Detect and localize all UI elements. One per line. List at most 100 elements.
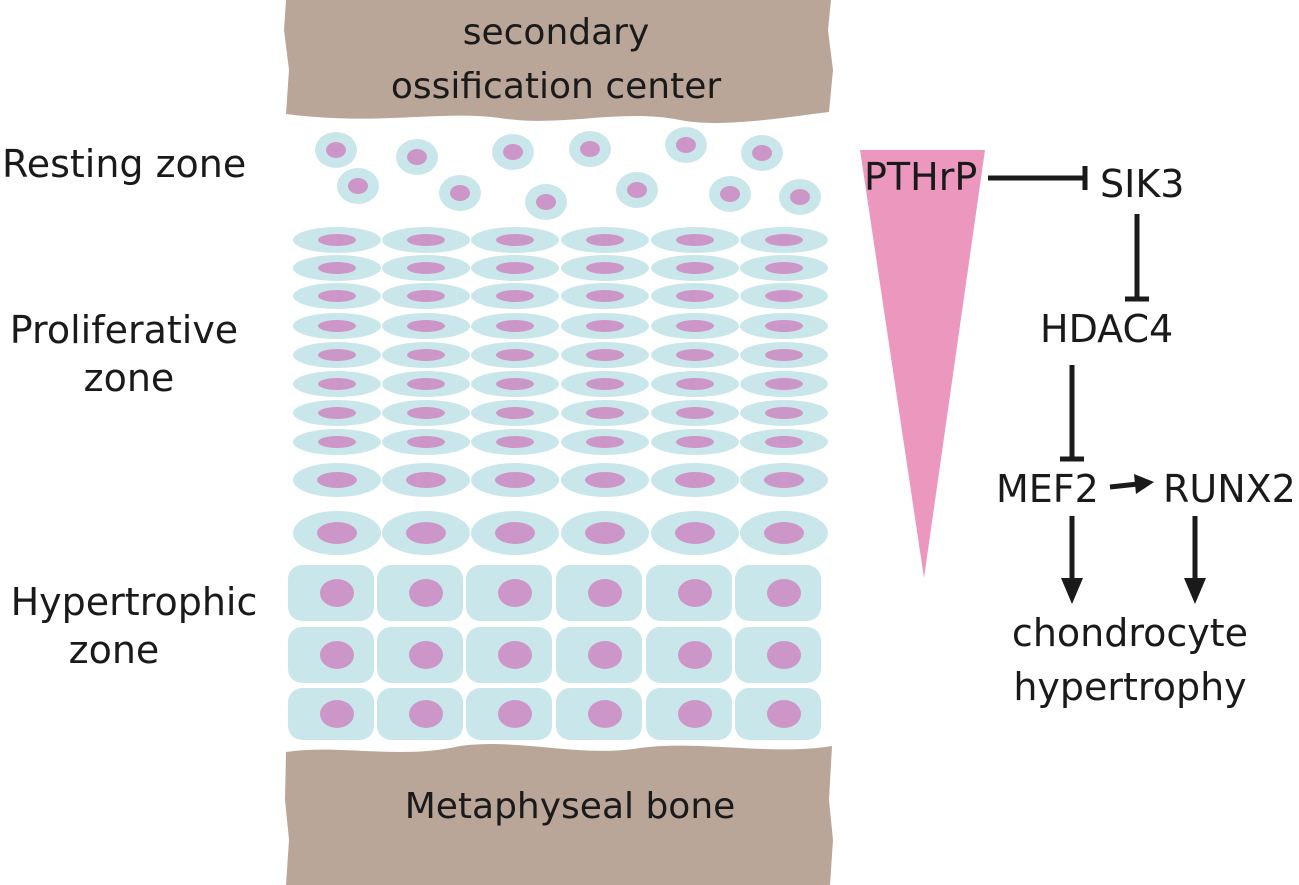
proliferative-chondrocyte — [382, 227, 470, 253]
resting-chondrocyte — [337, 168, 379, 204]
proliferative-chondrocyte — [293, 227, 381, 253]
proliferative-chondrocyte — [382, 371, 470, 397]
proliferative-chondrocyte — [561, 283, 649, 309]
hypertrophic-chondrocyte — [377, 627, 463, 683]
resting-zone-text: Resting zone — [2, 142, 247, 186]
proliferative-chondrocyte — [740, 429, 828, 455]
proliferative-chondrocyte — [471, 283, 559, 309]
proliferative-chondrocyte — [651, 371, 739, 397]
proliferative-chondrocyte — [740, 313, 828, 339]
proliferative-chondrocyte — [471, 511, 559, 555]
proliferative-chondrocyte — [651, 400, 739, 426]
proliferative-chondrocyte — [740, 400, 828, 426]
resting-chondrocyte — [525, 184, 567, 220]
pthrp-inhibits-sik3-edge — [988, 166, 1088, 190]
hypertrophic-chondrocyte — [377, 565, 463, 621]
proliferative-zone-line2: zone — [83, 356, 175, 400]
proliferative-chondrocyte — [471, 227, 559, 253]
proliferative-chondrocyte — [293, 511, 381, 555]
proliferative-chondrocyte — [651, 227, 739, 253]
proliferative-chondrocyte — [651, 463, 739, 497]
hypertrophic-chondrocyte — [377, 688, 463, 740]
proliferative-chondrocyte — [740, 255, 828, 281]
proliferative-chondrocyte — [651, 255, 739, 281]
hypertrophic-zone-cells — [288, 565, 821, 740]
proliferative-zone-label: Proliferative zone — [4, 306, 244, 402]
proliferative-chondrocyte — [382, 429, 470, 455]
proliferative-chondrocyte — [740, 511, 828, 555]
secondary-ossification-label-line2: ossification center — [391, 66, 721, 107]
proliferative-chondrocyte — [471, 400, 559, 426]
resting-chondrocyte — [741, 135, 783, 171]
pthrp-gradient-triangle — [860, 150, 985, 578]
sik3-inhibits-hdac4-edge — [1125, 214, 1149, 302]
hypertrophic-zone-label: Hypertrophic zone — [0, 578, 268, 674]
runx2-activates-hypertrophy-edge — [1184, 516, 1206, 604]
proliferative-chondrocyte — [471, 342, 559, 368]
proliferative-chondrocyte — [651, 313, 739, 339]
hdac4-inhibits-mef2-edge — [1060, 365, 1084, 462]
metaphyseal-bone — [285, 744, 833, 885]
resting-zone-label: Resting zone — [2, 140, 246, 188]
hypertrophic-chondrocyte — [556, 688, 642, 740]
proliferative-chondrocyte — [382, 342, 470, 368]
proliferative-chondrocyte — [561, 313, 649, 339]
resting-chondrocyte — [709, 176, 751, 212]
hypertrophic-zone-line1: Hypertrophic — [10, 580, 258, 624]
hypertrophic-chondrocyte — [735, 627, 821, 683]
resting-chondrocyte — [439, 175, 481, 211]
resting-chondrocyte — [492, 134, 534, 170]
proliferative-chondrocyte — [471, 429, 559, 455]
proliferative-chondrocyte — [561, 400, 649, 426]
proliferative-zone-line1: Proliferative — [9, 308, 239, 352]
hypertrophic-chondrocyte — [646, 565, 732, 621]
proliferative-chondrocyte — [293, 400, 381, 426]
metaphyseal-bone-label: Metaphyseal bone — [405, 786, 736, 827]
proliferative-chondrocyte — [651, 511, 739, 555]
proliferative-chondrocyte — [740, 371, 828, 397]
mef2-label: MEF2 — [996, 467, 1099, 511]
outcome-label-line2: hypertrophy — [1013, 665, 1246, 709]
hypertrophic-chondrocyte — [556, 565, 642, 621]
proliferative-chondrocyte — [561, 463, 649, 497]
proliferative-chondrocyte — [561, 371, 649, 397]
hdac4-label: HDAC4 — [1040, 307, 1173, 351]
proliferative-chondrocyte — [293, 255, 381, 281]
hypertrophic-chondrocyte — [646, 627, 732, 683]
resting-chondrocyte — [665, 127, 707, 163]
proliferative-chondrocyte — [293, 463, 381, 497]
hypertrophic-zone-line2: zone — [68, 628, 160, 672]
proliferative-chondrocyte — [293, 429, 381, 455]
proliferative-chondrocyte — [471, 371, 559, 397]
hypertrophic-chondrocyte — [288, 627, 374, 683]
proliferative-chondrocyte — [561, 429, 649, 455]
hypertrophic-chondrocyte — [735, 688, 821, 740]
runx2-label: RUNX2 — [1163, 467, 1296, 511]
resting-chondrocyte — [396, 139, 438, 175]
proliferative-chondrocyte — [561, 511, 649, 555]
proliferative-chondrocyte — [382, 255, 470, 281]
mef2-activates-hypertrophy-edge — [1061, 516, 1083, 604]
hypertrophic-chondrocyte — [466, 565, 552, 621]
proliferative-chondrocyte — [471, 255, 559, 281]
pthrp-label: PTHrP — [864, 155, 977, 199]
resting-zone-cells — [315, 127, 821, 220]
resting-chondrocyte — [315, 132, 357, 168]
proliferative-chondrocyte — [293, 371, 381, 397]
hypertrophic-chondrocyte — [288, 688, 374, 740]
resting-chondrocyte — [779, 179, 821, 215]
hypertrophic-chondrocyte — [466, 627, 552, 683]
proliferative-chondrocyte — [561, 227, 649, 253]
proliferative-chondrocyte — [561, 342, 649, 368]
proliferative-chondrocyte — [651, 342, 739, 368]
sik3-label: SIK3 — [1100, 162, 1184, 206]
proliferative-chondrocyte — [382, 400, 470, 426]
proliferative-chondrocyte — [651, 283, 739, 309]
proliferative-chondrocyte — [471, 463, 559, 497]
hypertrophic-chondrocyte — [288, 565, 374, 621]
proliferative-chondrocyte — [651, 429, 739, 455]
proliferative-chondrocyte — [740, 342, 828, 368]
secondary-ossification-center — [284, 0, 833, 123]
